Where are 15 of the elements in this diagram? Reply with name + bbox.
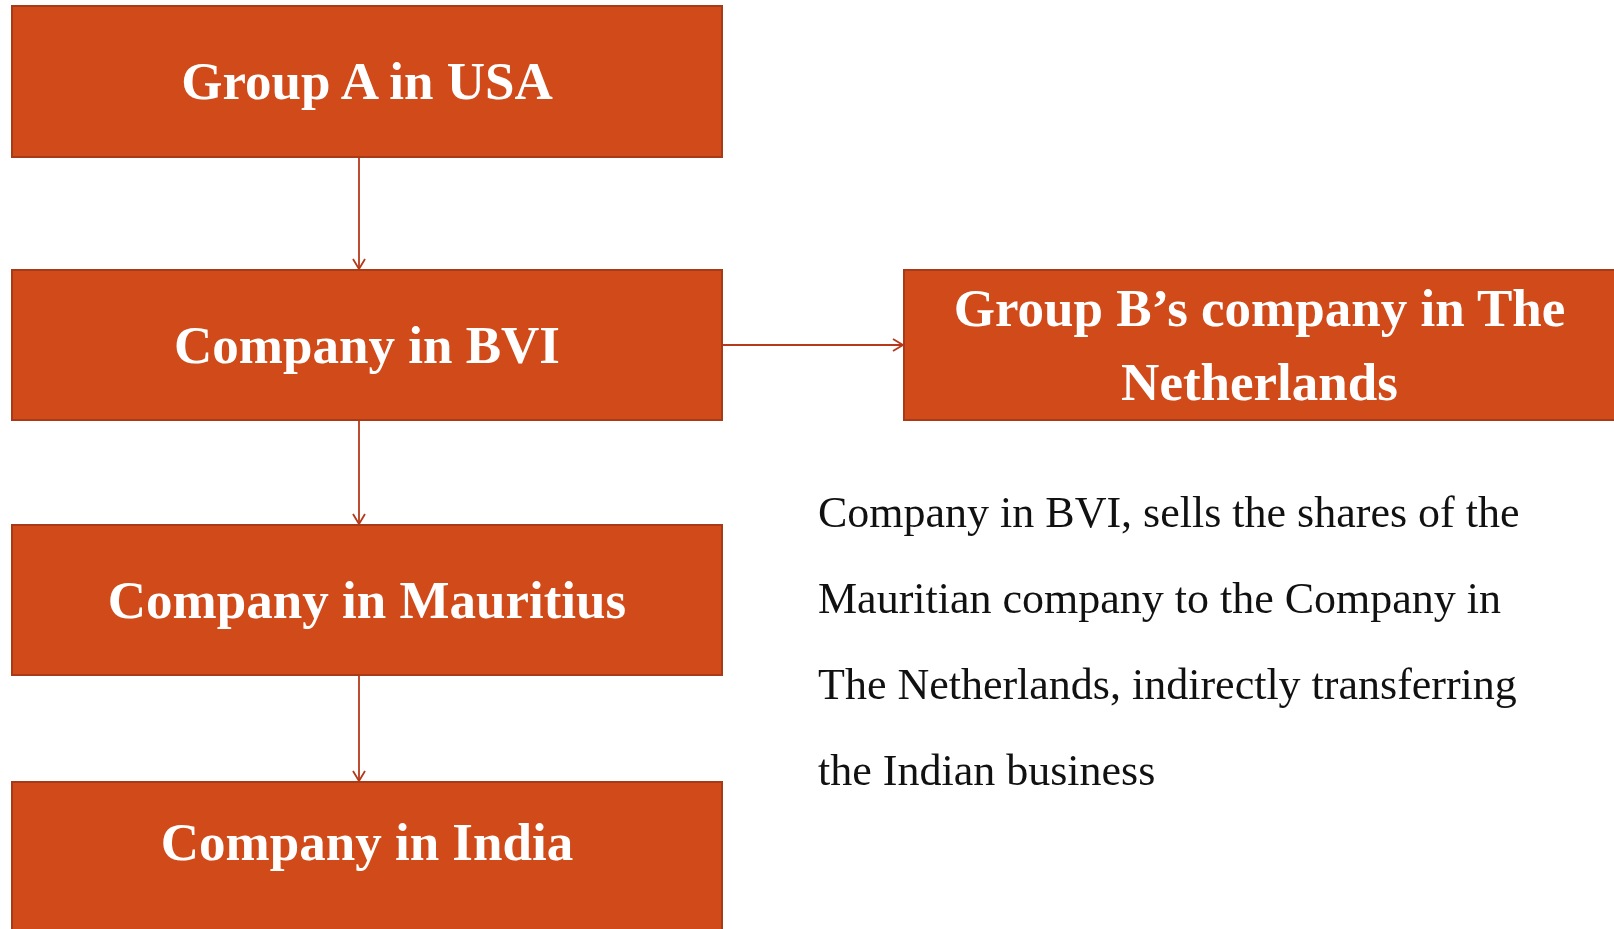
company-box (11, 5, 723, 158)
company-box (903, 269, 1614, 421)
arrow (352, 420, 366, 525)
box-label: Group A in USA (181, 51, 553, 113)
arrow (352, 675, 366, 782)
box-label: Company in India (160, 811, 574, 873)
company-box (11, 269, 723, 421)
arrow (352, 157, 366, 270)
box-label: Group B’s company in The Netherlands (952, 277, 1567, 413)
box-label: Company in Mauritius (107, 569, 627, 631)
box-label: Company in BVI (174, 314, 560, 376)
company-box (11, 524, 723, 676)
note-text: Company in BVI, sells the shares of the Mauritian company to the Company in The Netherlands, indirectly transferring the Indian business (818, 487, 1521, 797)
company-box (11, 781, 723, 929)
arrow (722, 338, 904, 352)
